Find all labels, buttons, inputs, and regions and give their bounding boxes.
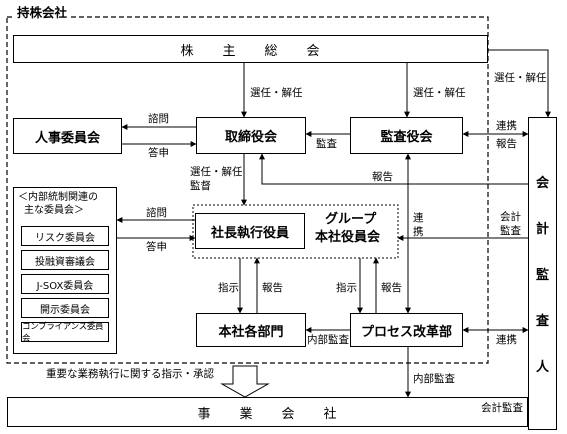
label-instruction-right: 指示 [336, 282, 357, 294]
executive-group-boundary [192, 204, 399, 259]
accounting-auditor-box: 会 計 監 査 人 [528, 117, 557, 430]
label-cooperation-audit: 連携 [496, 120, 517, 132]
label-internal-audit-hq: 内部監査 [307, 334, 349, 346]
label-report-audit: 報告 [496, 138, 517, 150]
committee-item-jsox-label: J-SOX委員会 [36, 280, 94, 292]
label-instruction-left: 指示 [218, 282, 239, 294]
label-elect-dismiss-auditor: 選任・解任 [494, 72, 547, 84]
hq-departments-label: 本社各部門 [218, 324, 284, 340]
committee-item-disclosure-label: 開示委員会 [40, 304, 90, 316]
label-accounting-audit-2: 監査 [500, 225, 521, 237]
committee-item-jsox: J-SOX委員会 [21, 274, 109, 294]
personnel-committee-box: 人事委員会 [13, 118, 122, 154]
accounting-auditor-char-4: 査 [535, 314, 549, 330]
president-executive-label: 社長執行役員 [210, 225, 289, 241]
group-hq-officers-line1: グループ [325, 212, 377, 227]
committee-item-risk: リスク委員会 [21, 226, 109, 246]
personnel-committee-label: 人事委員会 [34, 130, 100, 146]
label-report-committees: 答申 [146, 241, 167, 253]
instruction-approval-arrow [220, 365, 270, 398]
label-elect-dismiss-supervise-2: 監督 [190, 180, 211, 192]
holding-company-label: 持株会社 [14, 6, 71, 20]
committees-heading-line1: ＜内部統制関連の [18, 192, 98, 203]
committee-item-disclosure: 開示委員会 [21, 298, 109, 318]
committee-item-risk-label: リスク委員会 [35, 232, 95, 244]
label-internal-audit-ops: 内部監査 [413, 373, 455, 385]
accounting-auditor-char-3: 監 [535, 267, 549, 283]
process-reform-dept-label: プロセス改革部 [360, 324, 452, 340]
label-elect-dismiss-board: 選任・解任 [250, 87, 303, 99]
holding-company-boundary [6, 16, 489, 364]
committees-heading-line2: 主な委員会＞ [24, 205, 84, 216]
label-accounting-audit-1: 会計 [500, 211, 521, 223]
label-cooperation-vertical-1: 連 [413, 212, 424, 224]
board-of-directors-label: 取締役会 [224, 130, 277, 145]
label-report-right: 報告 [381, 282, 402, 294]
shareholders-meeting-box: 株 主 総 会 [13, 35, 488, 63]
label-accounting-audit-ops: 会計監査 [481, 402, 523, 414]
president-executive-box: 社長執行役員 [195, 213, 305, 249]
committee-item-compliance: コンプライアンス委員会 [21, 322, 109, 344]
label-report-board: 報告 [372, 171, 393, 183]
board-of-directors-box: 取締役会 [196, 117, 306, 154]
label-cooperation-process: 連携 [496, 334, 517, 346]
shareholders-meeting-label: 株 主 総 会 [180, 43, 321, 59]
process-reform-dept-box: プロセス改革部 [350, 313, 463, 347]
accounting-auditor-char-2: 計 [535, 221, 549, 237]
operating-companies-label: 事 業 会 社 [197, 406, 338, 422]
label-cooperation-vertical-2: 携 [413, 226, 424, 238]
internal-control-committees-panel: ＜内部統制関連の 主な委員会＞ リスク委員会 投融資審議会 J-SOX委員会 開… [13, 187, 117, 354]
label-report-left: 報告 [262, 282, 283, 294]
accounting-auditor-char-1: 会 [535, 175, 549, 191]
label-elect-dismiss-supervise-1: 選任・解任 [190, 166, 243, 178]
label-consult-committees: 諮問 [146, 207, 167, 219]
label-elect-dismiss-audit: 選任・解任 [413, 87, 466, 99]
hq-departments-box: 本社各部門 [196, 313, 306, 347]
committee-item-compliance-label: コンプライアンス委員会 [22, 322, 104, 344]
committee-item-investment: 投融資審議会 [21, 250, 109, 270]
label-important-business-instruction: 重要な業務執行に関する指示・承認 [46, 368, 214, 380]
group-hq-officers-line2: 本社役員会 [315, 230, 381, 245]
operating-companies-box: 事 業 会 社 [7, 397, 528, 427]
label-consult-personnel: 諮問 [148, 113, 169, 125]
accounting-auditor-char-5: 人 [535, 360, 549, 376]
committee-item-investment-label: 投融資審議会 [35, 256, 95, 268]
label-audit: 監査 [316, 138, 337, 150]
audit-board-box: 監査役会 [350, 117, 463, 154]
label-report-personnel: 答申 [148, 147, 169, 159]
audit-board-label: 監査役会 [380, 130, 433, 145]
